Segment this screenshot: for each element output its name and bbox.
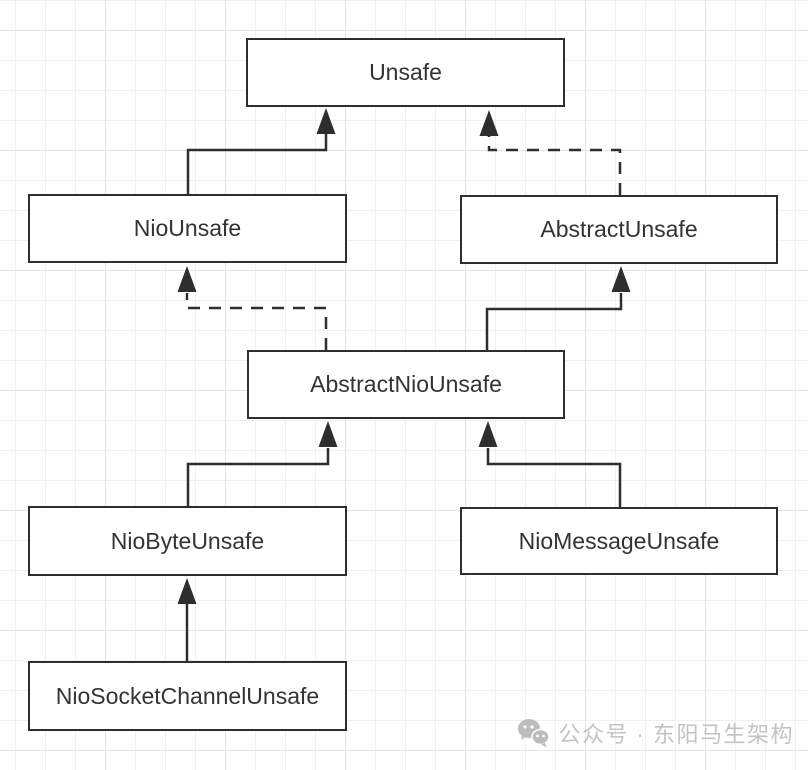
- node-nio-socket-channel-unsafe: NioSocketChannelUnsafe: [28, 661, 347, 731]
- edge-niobyteunsafe-to-abstractniounsafe: [186, 448, 330, 506]
- arrowhead-icon: [177, 266, 197, 292]
- node-label: AbstractNioUnsafe: [310, 371, 502, 397]
- node-label: Unsafe: [369, 59, 442, 85]
- arrowhead-icon: [478, 421, 498, 447]
- watermark: 公众号 · 东阳马生架构: [517, 717, 794, 749]
- node-abstract-nio-unsafe: AbstractNioUnsafe: [247, 350, 565, 419]
- node-label: NioUnsafe: [133, 215, 242, 241]
- node-unsafe: Unsafe: [246, 38, 565, 107]
- arrowhead-icon: [177, 578, 197, 604]
- node-label: AbstractUnsafe: [540, 216, 698, 242]
- node-label: NioByteUnsafe: [110, 527, 265, 554]
- watermark-text: 公众号 · 东阳马生架构: [558, 722, 794, 747]
- edge-abstractniounsafe-to-abstractunsafe: [485, 293, 623, 350]
- arrowhead-icon: [611, 266, 631, 292]
- node-nio-unsafe: NioUnsafe: [28, 194, 347, 263]
- node-label: NioMessageUnsafe: [518, 527, 720, 554]
- node-nio-byte-unsafe: NioByteUnsafe: [28, 506, 347, 576]
- node-abstract-unsafe: AbstractUnsafe: [460, 195, 778, 264]
- edge-niomessageunsafe-to-abstractniounsafe: [486, 448, 622, 507]
- edge-abstractunsafe-to-unsafe: [487, 136, 622, 195]
- arrowhead-icon: [316, 108, 336, 134]
- node-label: NioSocketChannelUnsafe: [55, 682, 320, 709]
- node-nio-message-unsafe: NioMessageUnsafe: [460, 507, 778, 575]
- arrowhead-icon: [479, 110, 499, 136]
- arrowhead-icon: [318, 421, 338, 447]
- edge-niounsafe-to-unsafe: [186, 134, 328, 194]
- wechat-icon: [518, 719, 551, 748]
- edge-abstractniounsafe-to-niounsafe: [185, 293, 328, 350]
